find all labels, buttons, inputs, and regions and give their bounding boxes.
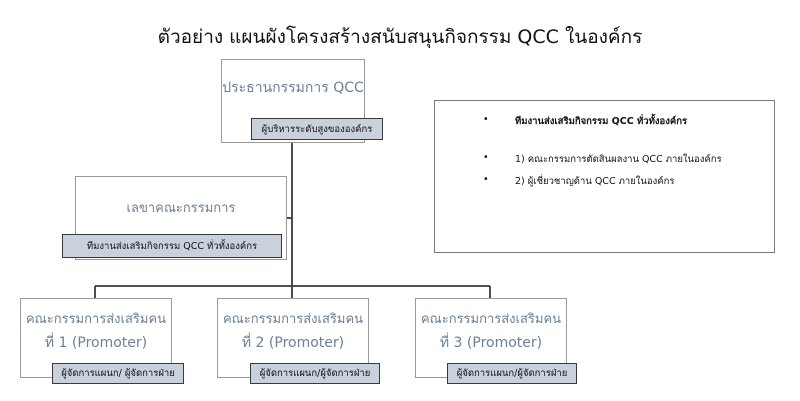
chairman-label: ประธานกรรมการ QCC: [222, 80, 364, 96]
page-title: ตัวอย่าง แผนผังโครงสร้างสนับสนุนกิจกรรม …: [157, 26, 643, 48]
promoter-1-line2: ที่ 1 (Promoter): [44, 335, 148, 351]
promoter-1-line1: คณะกรรมการส่งเสริมคน: [25, 312, 167, 327]
note-box: • ทีมงานส่งเสริมกิจกรรม QCC ทั่วทั้งองค์…: [434, 100, 775, 253]
note-item: 1) คณะกรรมการตัดสินผลงาน QCC ภายในองค์กร: [515, 154, 722, 165]
promoter-3-tag: ผู้จัดการแผนก/ผู้จัดการฝ่าย: [447, 363, 577, 384]
secretary-label: เลขาคณะกรรมการ: [126, 201, 236, 216]
promoter-2-line2: ที่ 2 (Promoter): [241, 335, 345, 351]
promoter-2-line1: คณะกรรมการส่งเสริมคน: [222, 312, 364, 327]
promoter-3-line1: คณะกรรมการส่งเสริมคน: [420, 312, 562, 327]
chairman-tag: ผู้บริหารระดับสูงขององค์กร: [251, 118, 383, 140]
note-bullet: •: [483, 152, 489, 163]
note-bullet: •: [483, 174, 489, 185]
secretary-tag: ทีมงานส่งเสริมกิจกรรม QCC ทั่วทั้งองค์กร: [62, 234, 282, 258]
promoter-2-tag: ผู้จัดการแผนก/ผู้จัดการฝ่าย: [250, 363, 380, 384]
promoter-1-tag: ผู้จัดการแผนก/ ผู้จัดการฝ่าย: [52, 363, 184, 384]
note-bullet: •: [483, 114, 489, 125]
promoter-3-line2: ที่ 3 (Promoter): [439, 335, 543, 351]
note-item: 2) ผู้เชี่ยวชาญด้าน QCC ภายในองค์กร: [515, 176, 675, 187]
note-heading: ทีมงานส่งเสริมกิจกรรม QCC ทั่วทั้งองค์กร: [515, 116, 688, 127]
